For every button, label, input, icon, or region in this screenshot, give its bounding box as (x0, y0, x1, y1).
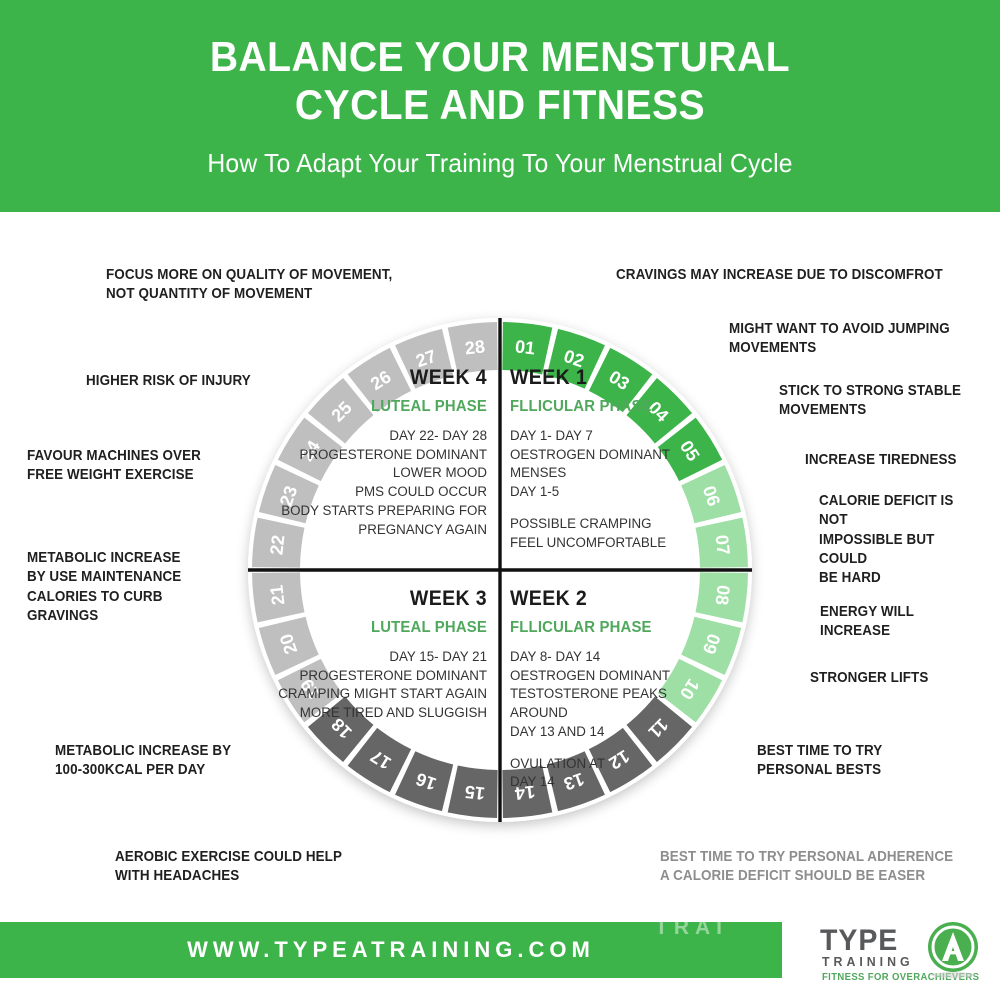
week3-title: WEEK 3 (409, 587, 487, 610)
day-segment[interactable] (502, 322, 553, 375)
day-segment[interactable] (258, 616, 319, 675)
week1-phase: FLLICULAR PHASE (510, 398, 652, 415)
annotation-right-5: CALORIE DEFICIT IS NOT IMPOSSIBLE BUT CO… (819, 493, 954, 586)
brand-logo[interactable]: TYPE TRAINING FITNESS FOR OVERACHIEVERS (812, 920, 992, 986)
annotation-right-6: ENERGY WILL INCREASE (820, 604, 914, 640)
day-segment[interactable] (447, 322, 498, 375)
day-segment[interactable] (252, 517, 305, 568)
footer-website-url[interactable]: WWW.TYPEATRAINING.COM (187, 937, 595, 962)
footer-bar: WWW.TYPEATRAINING.COM (0, 922, 782, 978)
day-segment-label: 15 (464, 782, 486, 804)
quadrant-week3: WEEK 3 LUTEAL PHASE DAY 15- DAY 21 PROGE… (255, 587, 487, 723)
week2-title: WEEK 2 (510, 587, 588, 610)
page-title: BALANCE YOUR MENSTURAL CYCLE AND FITNESS (209, 33, 791, 128)
day-segment[interactable] (626, 696, 693, 763)
annotation-right-9: BEST TIME TO TRY PERSONAL ADHERENCE A CA… (660, 849, 954, 885)
week1-body: DAY 1- DAY 7 OESTROGEN DOMINANT MENSES D… (510, 428, 670, 501)
day-segment-label: 08 (712, 584, 734, 606)
footer-watermark: TRAI (655, 916, 728, 939)
day-segment-label: 14 (514, 782, 536, 804)
day-segment[interactable] (307, 696, 374, 763)
quadrant-week1: WEEK 1 FLLICULAR PHASE DAY 1- DAY 7 OEST… (510, 366, 740, 552)
logo-tagline-text: FITNESS FOR OVERACHIEVERS (822, 972, 980, 983)
day-segment-label: 07 (712, 534, 734, 556)
logo-type-text: TYPE (820, 924, 899, 957)
week4-title: WEEK 4 (409, 366, 487, 389)
quadrant-week2: WEEK 2 FLLICULAR PHASE DAY 8- DAY 14 OES… (510, 587, 740, 792)
week3-phase: LUTEAL PHASE (370, 619, 487, 636)
week4-phase: LUTEAL PHASE (370, 398, 487, 415)
week1-title: WEEK 1 (510, 366, 588, 389)
day-segment[interactable] (695, 572, 748, 623)
day-segment-label: 01 (514, 336, 536, 358)
day-segment[interactable] (307, 377, 374, 444)
week3-body: DAY 15- DAY 21 PROGESTERONE DOMINANT CRA… (278, 649, 487, 722)
annotation-right-1: CRAVINGS MAY INCREASE DUE TO DISCOMFROT (616, 267, 943, 283)
day-segment[interactable] (695, 517, 748, 568)
day-segment[interactable] (447, 765, 498, 818)
week2-body2: OVULATION AT DAY 14 (510, 755, 606, 791)
day-segment[interactable] (347, 727, 412, 793)
day-segment[interactable] (588, 347, 653, 413)
day-segment[interactable] (681, 465, 742, 524)
day-segment[interactable] (277, 417, 343, 482)
annotation-left-4: METABOLIC INCREASE BY USE MAINTENANCE CA… (27, 550, 182, 624)
week2-phase: FLLICULAR PHASE (510, 619, 652, 636)
day-segment[interactable] (395, 751, 454, 812)
annotation-right-8: BEST TIME TO TRY PERSONAL BESTS (757, 743, 883, 779)
logo-circle-a-icon (928, 922, 978, 978)
week1-body2: POSSIBLE CRAMPING FEEL UNCOMFORTABLE (510, 515, 667, 551)
day-segment[interactable] (347, 347, 412, 413)
day-segment-label: 22 (266, 534, 288, 556)
day-segment[interactable] (258, 465, 319, 524)
day-segment[interactable] (588, 727, 653, 793)
day-segment[interactable] (395, 328, 454, 389)
day-segment[interactable] (277, 658, 343, 723)
day-segment[interactable] (546, 751, 605, 812)
annotation-right-3: STICK TO STRONG STABLE MOVEMENTS (779, 383, 962, 419)
annotation-right-2: MIGHT WANT TO AVOID JUMPING MOVEMENTS (729, 321, 950, 357)
annotation-left-6: AEROBIC EXERCISE COULD HELP WITH HEADACH… (115, 849, 343, 885)
day-segment[interactable] (252, 572, 305, 623)
quadrant-week4: WEEK 4 LUTEAL PHASE DAY 22- DAY 28 PROGE… (255, 366, 487, 539)
week2-body: DAY 8- DAY 14 OESTROGEN DOMINANT TESTOST… (510, 649, 671, 740)
annotation-left-1: FOCUS MORE ON QUALITY OF MOVEMENT, NOT Q… (106, 267, 393, 303)
annotation-right-7: STRONGER LIFTS (810, 670, 929, 686)
annotation-left-3: FAVOUR MACHINES OVER FREE WEIGHT EXERCIS… (27, 448, 201, 484)
day-segment[interactable] (681, 616, 742, 675)
annotation-left-2: HIGHER RISK OF INJURY (86, 373, 251, 389)
day-segment[interactable] (502, 765, 553, 818)
annotation-left-5: METABOLIC INCREASE BY 100-300KCAL PER DA… (55, 743, 232, 779)
week4-body: DAY 22- DAY 28 PROGESTERONE DOMINANT LOW… (281, 428, 487, 538)
day-segment-label: 28 (464, 336, 486, 358)
annotation-right-4: INCREASE TIREDNESS (805, 452, 957, 468)
page-subtitle: How To Adapt Your Training To Your Menst… (207, 147, 793, 178)
day-segment[interactable] (626, 377, 693, 444)
day-segment[interactable] (546, 328, 605, 389)
header-banner: BALANCE YOUR MENSTURAL CYCLE AND FITNESS… (0, 0, 1000, 212)
day-segment[interactable] (657, 658, 723, 723)
logo-training-text: TRAINING (822, 954, 914, 969)
day-segment-label: 21 (266, 584, 288, 606)
day-segment[interactable] (657, 417, 723, 482)
